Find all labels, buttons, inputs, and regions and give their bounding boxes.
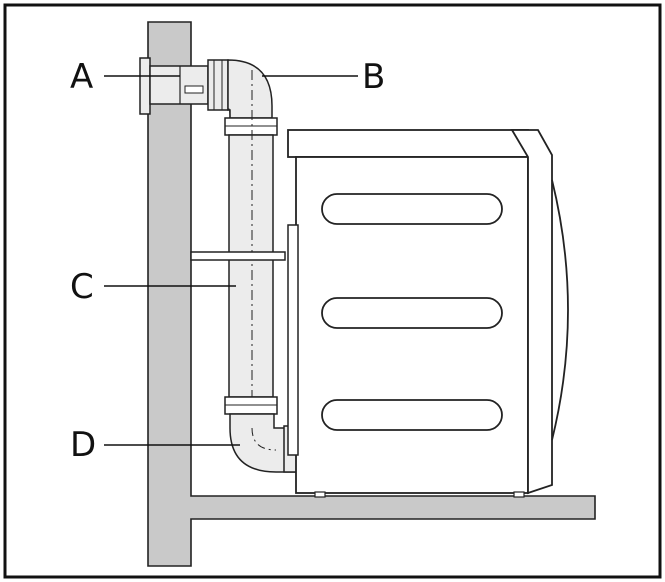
wall-flange xyxy=(139,57,151,115)
dryer-door-bulge xyxy=(551,179,569,441)
dryer-foot-rear xyxy=(314,491,326,498)
dryer-top-panel xyxy=(287,129,529,158)
dryer-foot-front xyxy=(513,491,525,498)
vertical-pipe xyxy=(228,134,274,398)
dryer-front-panel xyxy=(510,129,553,495)
callout-label-d: D xyxy=(70,425,97,465)
dryer-back-panel xyxy=(287,224,299,456)
dryer-vent-slot-bottom xyxy=(321,399,503,431)
dryer-vent-slot-top xyxy=(321,193,503,225)
dryer-vent-slot-middle xyxy=(321,297,503,329)
wall-and-floor xyxy=(147,21,596,567)
top-elbow-inner xyxy=(227,108,231,119)
top-coupling xyxy=(207,59,229,111)
callout-label-a: A xyxy=(70,57,94,97)
wall-duct-sleeve xyxy=(149,65,209,105)
bottom-elbow-inner xyxy=(251,427,277,451)
wall-bracket xyxy=(190,251,286,261)
callout-label-b: B xyxy=(362,57,386,97)
sleeve-clip xyxy=(184,85,204,94)
callout-label-c: C xyxy=(70,267,94,307)
